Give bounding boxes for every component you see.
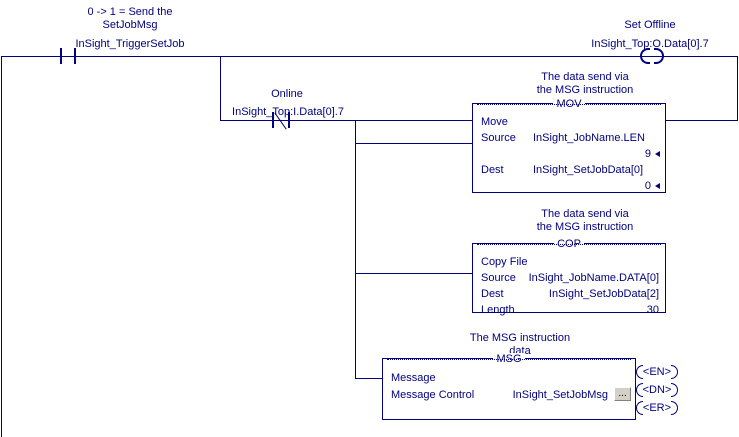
msg-row-1-label: Message Control — [391, 389, 475, 401]
set-offline-comment: Set Offline — [624, 19, 676, 31]
trigger-contact[interactable] — [60, 48, 82, 66]
branch-left-vertical — [220, 56, 221, 121]
mov-row-0-label: Move — [481, 116, 508, 128]
instruction-branch-vertical — [355, 120, 356, 378]
msg-row-1-value: InSight_SetJobMsg — [512, 389, 608, 401]
branch-right-vertical — [737, 56, 738, 121]
mov-source-arrow-icon — [655, 151, 660, 157]
cop-row-3-value: 30 — [646, 304, 659, 316]
cop-row-1-label: Source — [481, 272, 516, 284]
msg-en-output: <EN> — [636, 365, 678, 379]
trigger-comment-line2: SetJobMsg — [102, 19, 158, 31]
mov-comment-line2: the MSG instruction — [536, 84, 634, 96]
trigger-contact-tag: InSight_TriggerSetJob — [75, 38, 185, 50]
cop-row-3-label: Length — [481, 304, 515, 316]
msg-instruction-block[interactable]: MSG Message Message Control InSight_SetJ… — [382, 353, 636, 420]
cop-row-1-value: InSight_JobName.DATA[0] — [528, 272, 659, 284]
cop-comment-line2: the MSG instruction — [536, 221, 634, 233]
mov-row-3-label: Dest — [481, 164, 504, 176]
msg-input-wire — [355, 378, 382, 379]
mov-row-2-value: 9 — [644, 148, 651, 160]
online-contact[interactable] — [272, 112, 296, 130]
online-contact-tag: InSight_Top:I.Data[0].7 — [218, 106, 358, 118]
mov-dest-arrow-icon — [655, 183, 660, 189]
cop-row-2-value: InSight_SetJobData[2] — [548, 288, 659, 300]
mov-row-1-label: Source — [481, 132, 516, 144]
cop-input-wire — [355, 273, 472, 274]
mov-comment-line1: The data send via — [541, 71, 629, 83]
mov-row-3-value: InSight_SetJobData[0] — [533, 164, 644, 176]
trigger-comment-line1: 0 -> 1 = Send the — [87, 6, 173, 18]
main-rung-wire — [1, 56, 738, 57]
msg-row-0-label: Message — [391, 372, 436, 384]
mov-row-4-value: 0 — [644, 180, 651, 192]
set-offline-coil-tag: InSight_Top:O.Data[0].7 — [591, 38, 709, 50]
mov-input-wire — [355, 143, 472, 144]
cop-row-0-label: Copy File — [481, 256, 528, 268]
left-power-rail — [1, 56, 2, 437]
cop-row-2-label: Dest — [481, 288, 504, 300]
msg-browse-button[interactable]: ... — [614, 387, 631, 401]
set-offline-coil[interactable] — [640, 48, 664, 64]
mov-instruction-block[interactable]: MOV Move Source InSight_JobName.LEN 9 De… — [472, 98, 666, 193]
msg-comment-line1: The MSG instruction — [469, 332, 571, 344]
msg-er-output: <ER> — [636, 401, 678, 415]
cop-instruction-block[interactable]: COP Copy File Source InSight_JobName.DAT… — [472, 238, 666, 316]
online-comment: Online — [271, 88, 303, 100]
cop-comment-line1: The data send via — [541, 208, 629, 220]
mov-row-1-value: InSight_JobName.LEN — [533, 132, 645, 144]
msg-dn-output: <DN> — [636, 383, 678, 397]
